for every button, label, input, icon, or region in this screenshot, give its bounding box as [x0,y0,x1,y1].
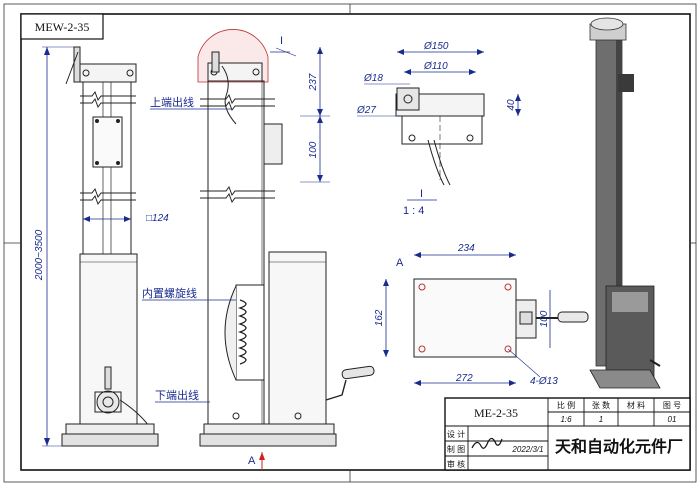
code-tag-text: MEW-2-35 [35,20,90,34]
inner-frame [20,13,691,471]
front-view [61,46,159,447]
tb-val-drawing-no: 01 [668,415,677,424]
iso-render [589,17,661,389]
tb-col-material: 材 料 [627,400,645,410]
tb-row-design: 设 计 [447,429,465,439]
code-tag: MEW-2-35 [20,13,104,40]
dim-d150: Ø150 [423,41,449,52]
dim-d27: Ø27 [356,105,376,116]
section-view [395,87,485,186]
view-a-mark: A [396,257,404,269]
dim-w272: 272 [455,373,473,384]
tb-date: 2022/3/1 [511,445,543,454]
tb-val-scale: 1:6 [560,415,572,424]
tb-row-review: 审 核 [447,459,465,469]
dim-top-237: 237 [308,73,319,91]
view-a-arrow-label: A [248,455,256,467]
dim-tube-size: □124 [146,213,169,224]
front-dimensions: 2000~3500 □124 [34,46,169,447]
dim-h100: 100 [539,310,550,327]
tb-col-sheets: 张 数 [592,400,610,410]
dim-h40: 40 [506,99,517,111]
section-mark: I [280,35,283,47]
designer-signature [471,437,503,449]
label-spiral-cable: 内置螺旋线 [142,286,197,300]
dim-d18: Ø18 [363,73,383,84]
section-scale: 1 : 4 [403,205,424,217]
tb-col-scale: 比 例 [557,400,575,410]
dim-d110: Ø110 [423,61,448,72]
dim-height-range: 2000~3500 [34,229,45,281]
tb-col-drawing-no: 图 号 [663,401,681,410]
dim-holes: 4-Ø13 [530,376,558,387]
tb-val-sheets: 1 [599,415,603,424]
side-view [197,29,375,447]
plan-dimensions: A 234 162 100 272 4-Ø13 [374,243,558,387]
section-dimensions: Ø150 Ø110 Ø18 Ø27 40 I 1 : 4 [356,41,521,217]
dim-mid-100: 100 [308,141,319,158]
plan-view [413,278,589,358]
tb-company: 天和自动化元件厂 [555,437,683,456]
title-block [444,397,691,471]
section-title: I [420,188,423,200]
tb-row-drawn: 制 图 [447,444,465,454]
tb-model: ME-2-35 [474,406,518,420]
label-bottom-outlet: 下端出线 [155,388,199,402]
dim-h162: 162 [374,309,385,326]
dim-w234: 234 [457,243,475,254]
side-view-annotations: I 237 100 上端出线 内置螺旋线 下端出线 A [142,35,330,470]
label-top-outlet: 上端出线 [150,95,194,109]
